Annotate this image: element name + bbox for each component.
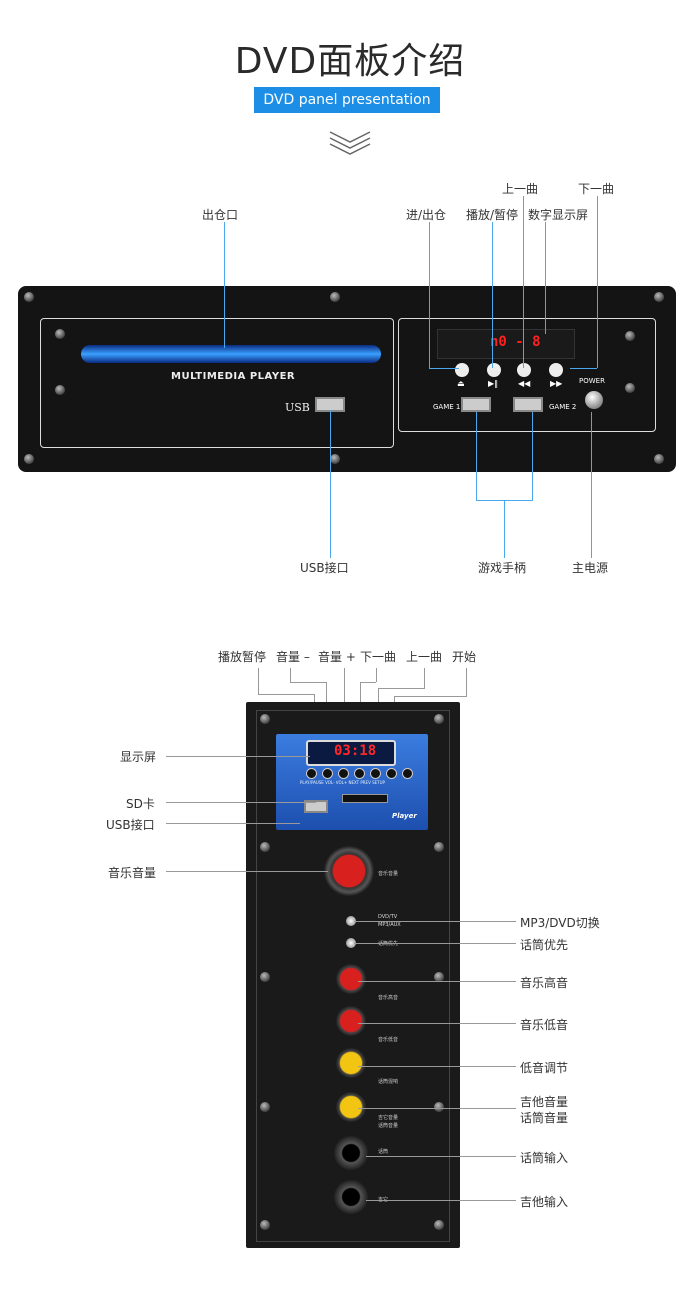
game2-label: GAME 2: [549, 403, 577, 411]
player-module: 03:18 PLAY/PAUSE VOL- VOL+ NEXT PREV SET…: [276, 734, 428, 830]
callout-display: 数字显示屏: [528, 208, 589, 222]
module-usb-port[interactable]: [304, 800, 328, 813]
mic-jack-label: 话筒: [378, 1149, 389, 1155]
eject-button[interactable]: [455, 363, 469, 377]
callout-tray: 出仓口: [202, 208, 239, 222]
treble-knob[interactable]: [336, 964, 366, 994]
guitar-vol-label: 吉它音量: [378, 1115, 399, 1121]
callout-power: 主电源: [572, 561, 609, 575]
mic-reverb-label: 话筒混响: [378, 1079, 399, 1085]
module-brand: Player: [392, 812, 417, 820]
callout-amp-display: 显示屏: [120, 750, 157, 764]
mic-priority-switch[interactable]: [346, 938, 356, 948]
prev-button[interactable]: [517, 363, 531, 377]
bass-knob[interactable]: [336, 1006, 366, 1036]
callout-treble: 音乐高音: [520, 976, 569, 990]
mic-vol-label: 话筒音量: [378, 1123, 399, 1129]
brand-label: MULTIMEDIA PLAYER: [171, 371, 296, 382]
callout-vol-down: 音量 –: [276, 650, 310, 664]
sd-card-slot[interactable]: [342, 794, 388, 803]
display-readout: n0 - 8: [490, 334, 541, 350]
page-title: DVD面板介绍: [234, 41, 466, 82]
power-button[interactable]: [585, 391, 603, 409]
mic-input-jack[interactable]: [334, 1136, 368, 1170]
mic-priority-label: 话筒优先: [378, 941, 399, 947]
callout-eject: 进/出仓: [406, 208, 447, 222]
btn-start[interactable]: [402, 768, 413, 779]
play-pause-icon: ▶‖: [488, 379, 499, 388]
usb-label: USB: [285, 401, 310, 414]
power-label: POWER: [579, 377, 605, 385]
chevron-down-icon: [326, 128, 374, 156]
game1-label: GAME 1: [433, 403, 461, 411]
next-button[interactable]: [549, 363, 563, 377]
callout-mic-volume: 话筒音量: [520, 1111, 569, 1125]
callout-sub-adjust: 低音调节: [520, 1061, 569, 1075]
callout-mic-input: 话筒输入: [520, 1151, 569, 1165]
callout-prev: 上一曲: [502, 182, 539, 196]
amp-panel: 03:18 PLAY/PAUSE VOL- VOL+ NEXT PREV SET…: [246, 702, 460, 1248]
guitar-input-jack[interactable]: [334, 1180, 368, 1214]
music-volume-label: 音乐音量: [378, 871, 399, 877]
callout-next: 下一曲: [578, 182, 615, 196]
callout-vol-up: 音量 +: [318, 650, 356, 664]
callout-usb: USB接口: [300, 561, 349, 575]
lcd-display: 03:18: [306, 740, 396, 766]
btn-vol-down[interactable]: [322, 768, 333, 779]
btn-vol-up[interactable]: [338, 768, 349, 779]
guitar-mic-volume-knob[interactable]: [336, 1092, 366, 1122]
game1-port[interactable]: [461, 397, 491, 412]
callout-bass: 音乐低音: [520, 1018, 569, 1032]
game2-port[interactable]: [513, 397, 543, 412]
control-section: n0 - 8 ⏏ ▶‖ ◀◀ ▶▶ POWER GAME 1 GAME 2: [398, 318, 656, 432]
callout-music-volume: 音乐音量: [108, 866, 157, 880]
lcd-readout: 03:18: [334, 743, 377, 759]
callout-start: 开始: [452, 650, 477, 664]
mic-reverb-knob[interactable]: [336, 1048, 366, 1078]
callout-guitar-volume: 吉他音量: [520, 1095, 569, 1109]
disc-tray-slot[interactable]: [81, 345, 381, 363]
play-pause-button[interactable]: [487, 363, 501, 377]
mp3-aux-label: MP3/AUX: [378, 922, 401, 928]
module-button-labels: PLAY/PAUSE VOL- VOL+ NEXT PREV SETUP: [300, 780, 385, 785]
callout-amp-prev: 上一曲: [406, 650, 443, 664]
callout-play-pause: 播放/暂停: [466, 208, 519, 222]
bass-label: 音乐低音: [378, 1037, 399, 1043]
mp3-dvd-switch[interactable]: [346, 916, 356, 926]
prev-icon: ◀◀: [518, 379, 531, 388]
callout-guitar-input: 吉他输入: [520, 1195, 569, 1209]
btn-play-pause[interactable]: [306, 768, 317, 779]
callout-amp-play-pause: 播放暂停: [218, 650, 267, 664]
btn-setup[interactable]: [386, 768, 397, 779]
dvd-tv-label: DVD/TV: [378, 914, 398, 920]
treble-label: 音乐高音: [378, 995, 399, 1001]
callout-amp-next: 下一曲: [360, 650, 397, 664]
next-icon: ▶▶: [550, 379, 563, 388]
callout-sd: SD卡: [126, 797, 155, 811]
disc-section: MULTIMEDIA PLAYER USB: [40, 318, 394, 448]
callout-mp3-dvd: MP3/DVD切换: [520, 916, 600, 930]
dvd-panel: MULTIMEDIA PLAYER USB n0 - 8 ⏏ ▶‖ ◀◀ ▶▶ …: [18, 286, 676, 472]
eject-icon: ⏏: [457, 379, 465, 388]
callout-gamepad: 游戏手柄: [478, 561, 527, 575]
btn-prev[interactable]: [370, 768, 381, 779]
digital-display: n0 - 8: [437, 329, 575, 359]
callout-mic-priority: 话筒优先: [520, 938, 569, 952]
music-volume-knob[interactable]: [324, 846, 374, 896]
callout-amp-usb: USB接口: [106, 818, 155, 832]
page-subtitle: DVD panel presentation: [254, 87, 440, 113]
btn-next[interactable]: [354, 768, 365, 779]
